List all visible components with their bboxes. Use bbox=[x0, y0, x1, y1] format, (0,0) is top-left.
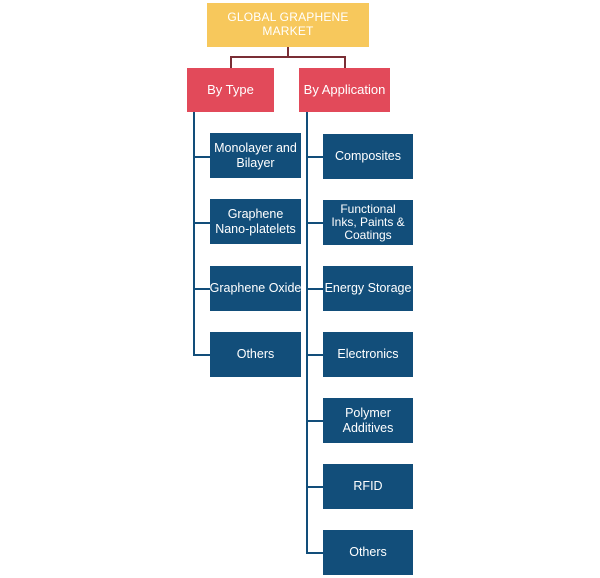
leaf-label: Graphene Nano-platelets bbox=[215, 207, 296, 236]
category-label: By Type bbox=[207, 81, 254, 97]
type-connector bbox=[230, 56, 232, 68]
type-item-oxide: Graphene Oxide bbox=[210, 266, 301, 311]
type-branch-line bbox=[193, 354, 210, 356]
application-connector bbox=[344, 56, 346, 68]
application-branch-line bbox=[306, 156, 323, 158]
leaf-label: Functional Inks, Paints & Coatings bbox=[331, 201, 405, 243]
type-branch-line bbox=[193, 222, 210, 224]
application-item-composites: Composites bbox=[323, 134, 413, 179]
application-item-others: Others bbox=[323, 530, 413, 575]
type-trunk-line bbox=[193, 112, 195, 356]
application-branch-line bbox=[306, 354, 323, 356]
leaf-label: Graphene Oxide bbox=[209, 281, 302, 296]
leaf-label: Others bbox=[236, 347, 275, 362]
application-item-functional-inks: Functional Inks, Paints & Coatings bbox=[323, 200, 413, 245]
leaf-label: Monolayer and Bilayer bbox=[214, 141, 297, 170]
leaf-label: Polymer Additives bbox=[342, 406, 394, 435]
leaf-label: Electronics bbox=[337, 347, 399, 362]
application-item-energy-storage: Energy Storage bbox=[323, 266, 413, 311]
category-by-type: By Type bbox=[187, 68, 274, 112]
root-label: GLOBAL GRAPHENE MARKET bbox=[227, 10, 349, 38]
type-branch-line bbox=[193, 156, 210, 158]
application-trunk-line bbox=[306, 112, 308, 554]
application-branch-line bbox=[306, 222, 323, 224]
application-branch-line bbox=[306, 486, 323, 488]
application-item-rfid: RFID bbox=[323, 464, 413, 509]
application-branch-line bbox=[306, 288, 323, 290]
application-item-polymer-additives: Polymer Additives bbox=[323, 398, 413, 443]
type-branch-line bbox=[193, 288, 210, 290]
type-item-nanoplatelets: Graphene Nano-platelets bbox=[210, 199, 301, 244]
type-item-monolayer: Monolayer and Bilayer bbox=[210, 133, 301, 178]
root-connector-vertical bbox=[287, 47, 289, 57]
leaf-label: Others bbox=[349, 545, 387, 560]
category-label: By Application bbox=[303, 81, 386, 97]
leaf-label: RFID bbox=[353, 479, 383, 494]
application-branch-line bbox=[306, 552, 323, 554]
application-item-electronics: Electronics bbox=[323, 332, 413, 377]
type-item-others: Others bbox=[210, 332, 301, 377]
application-branch-line bbox=[306, 420, 323, 422]
category-by-application: By Application bbox=[299, 68, 390, 112]
root-connector-horizontal bbox=[230, 56, 346, 58]
leaf-label: Composites bbox=[335, 149, 401, 164]
leaf-label: Energy Storage bbox=[324, 281, 412, 296]
root-node: GLOBAL GRAPHENE MARKET bbox=[207, 3, 369, 47]
